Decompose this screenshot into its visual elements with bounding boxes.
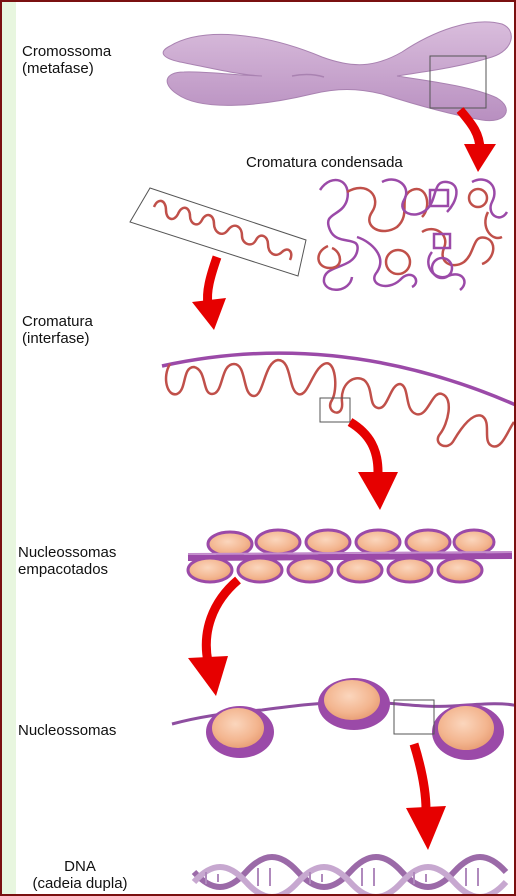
label-packed-line2: empacotados: [18, 561, 116, 578]
label-condensed-chromatin: Cromatura condensada: [246, 154, 403, 171]
label-dna: DNA (cadeia dupla): [20, 858, 140, 892]
label-packed-nucleosomes: Nucleossomas empacotados: [18, 544, 116, 578]
curved-arrow-icon: [188, 580, 238, 696]
metaphase-chromosome: [163, 22, 511, 121]
curved-arrow-icon: [406, 744, 446, 850]
label-chromosome-line1: Cromossoma: [22, 43, 111, 60]
label-chromosome: Cromossoma (metafase): [22, 43, 111, 77]
label-dna-line1: DNA: [20, 858, 140, 875]
interphase-chromatin: [162, 353, 516, 446]
curved-arrow-icon: [192, 257, 226, 330]
zoom-box-interphase: [320, 398, 350, 422]
label-dna-line2: (cadeia dupla): [20, 875, 140, 892]
dna-double-helix: [194, 857, 506, 896]
label-interphase-line2: (interfase): [22, 330, 93, 347]
packed-nucleosomes: [188, 530, 512, 582]
nucleosomes: [172, 678, 516, 760]
label-interphase-line1: Cromatura: [22, 313, 93, 330]
curved-arrow-icon: [350, 422, 398, 510]
label-nucleosomes: Nucleossomas: [18, 722, 116, 739]
condensed-chromatin: [318, 180, 507, 290]
label-interphase-chromatin: Cromatura (interfase): [22, 313, 93, 347]
label-chromosome-line2: (metafase): [22, 60, 111, 77]
label-packed-line1: Nucleossomas: [18, 544, 116, 561]
